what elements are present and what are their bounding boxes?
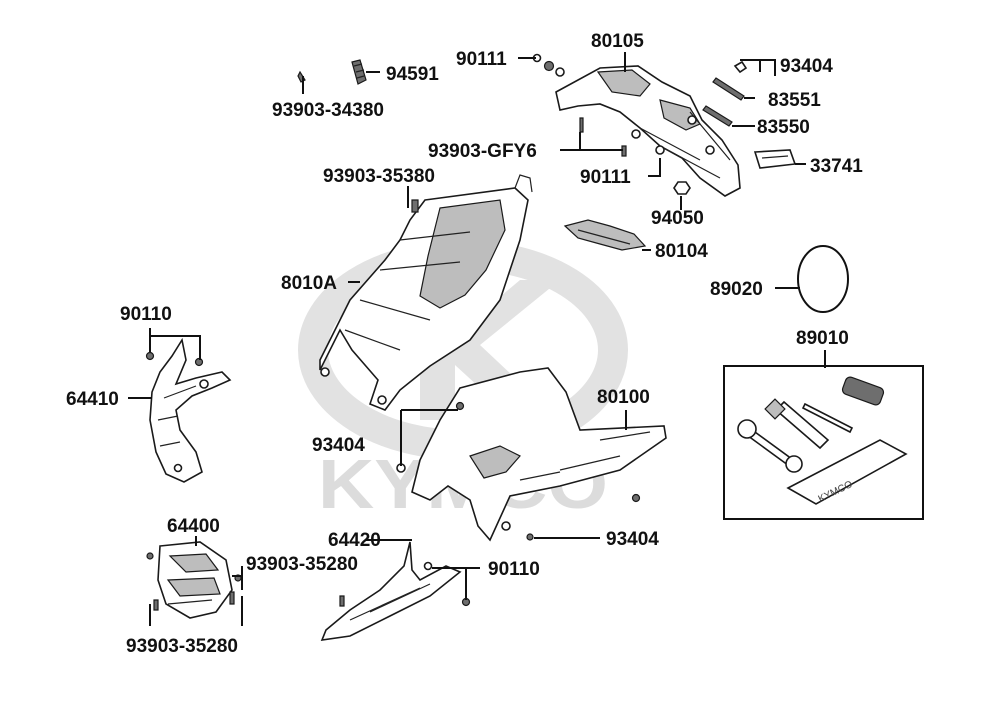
o-ring-89020 — [797, 245, 849, 313]
callout-93404-low: 93404 — [606, 529, 659, 550]
callout-94050: 94050 — [651, 208, 704, 229]
tool-kit-box-89010: KYMCO — [723, 365, 924, 520]
callout-93404-mid: 93404 — [312, 435, 365, 456]
hardware-top-cluster — [297, 53, 748, 195]
callout-80100: 80100 — [597, 387, 650, 408]
callout-8010a: 8010A — [281, 273, 337, 294]
callout-64420: 64420 — [328, 530, 381, 551]
callout-93903-gfy6: 93903-GFY6 — [428, 141, 537, 162]
tool-spanner — [764, 398, 830, 450]
callout-90110-left: 90110 — [120, 304, 172, 325]
callout-93903-34380: 93903-34380 — [272, 100, 384, 121]
callout-80105: 80105 — [591, 31, 644, 52]
part-callouts: 80105 90111 94591 93903-34380 93404 8355… — [66, 31, 863, 657]
side-cover-64410 — [145, 337, 232, 483]
inner-rear-fender-8010a — [319, 174, 533, 411]
callout-64400: 64400 — [167, 516, 220, 537]
callout-94591: 94591 — [386, 64, 439, 85]
lower-cover-64400 — [146, 541, 242, 619]
callout-93903-35280-top: 93903-35280 — [246, 554, 358, 575]
leader-lines — [128, 52, 826, 626]
rear-fender-80100 — [411, 367, 667, 542]
bolt-93404-mid — [396, 401, 534, 541]
reflector-33741 — [753, 149, 797, 169]
callout-90111-top: 90111 — [456, 49, 507, 70]
callout-93903-35280-bottom: 93903-35280 — [126, 636, 238, 657]
callout-93404-top: 93404 — [780, 56, 833, 77]
rear-fender-bracket-80105 — [555, 65, 741, 197]
lower-cover-64420 — [320, 541, 471, 641]
callout-83551: 83551 — [768, 90, 821, 111]
callout-89010: 89010 — [796, 328, 849, 349]
callout-80104: 80104 — [655, 241, 708, 262]
callout-89020: 89020 — [710, 279, 763, 300]
callout-83550: 83550 — [757, 117, 810, 138]
callout-93903-35380: 93903-35380 — [323, 166, 435, 187]
callout-90110-low: 90110 — [488, 559, 540, 580]
tool-screwdriver — [801, 376, 885, 434]
callout-33741: 33741 — [810, 156, 863, 177]
tool-wrench — [737, 419, 803, 473]
callout-64410: 64410 — [66, 389, 119, 410]
mud-flap-80104 — [563, 219, 647, 251]
callout-90111-mid: 90111 — [580, 167, 631, 188]
